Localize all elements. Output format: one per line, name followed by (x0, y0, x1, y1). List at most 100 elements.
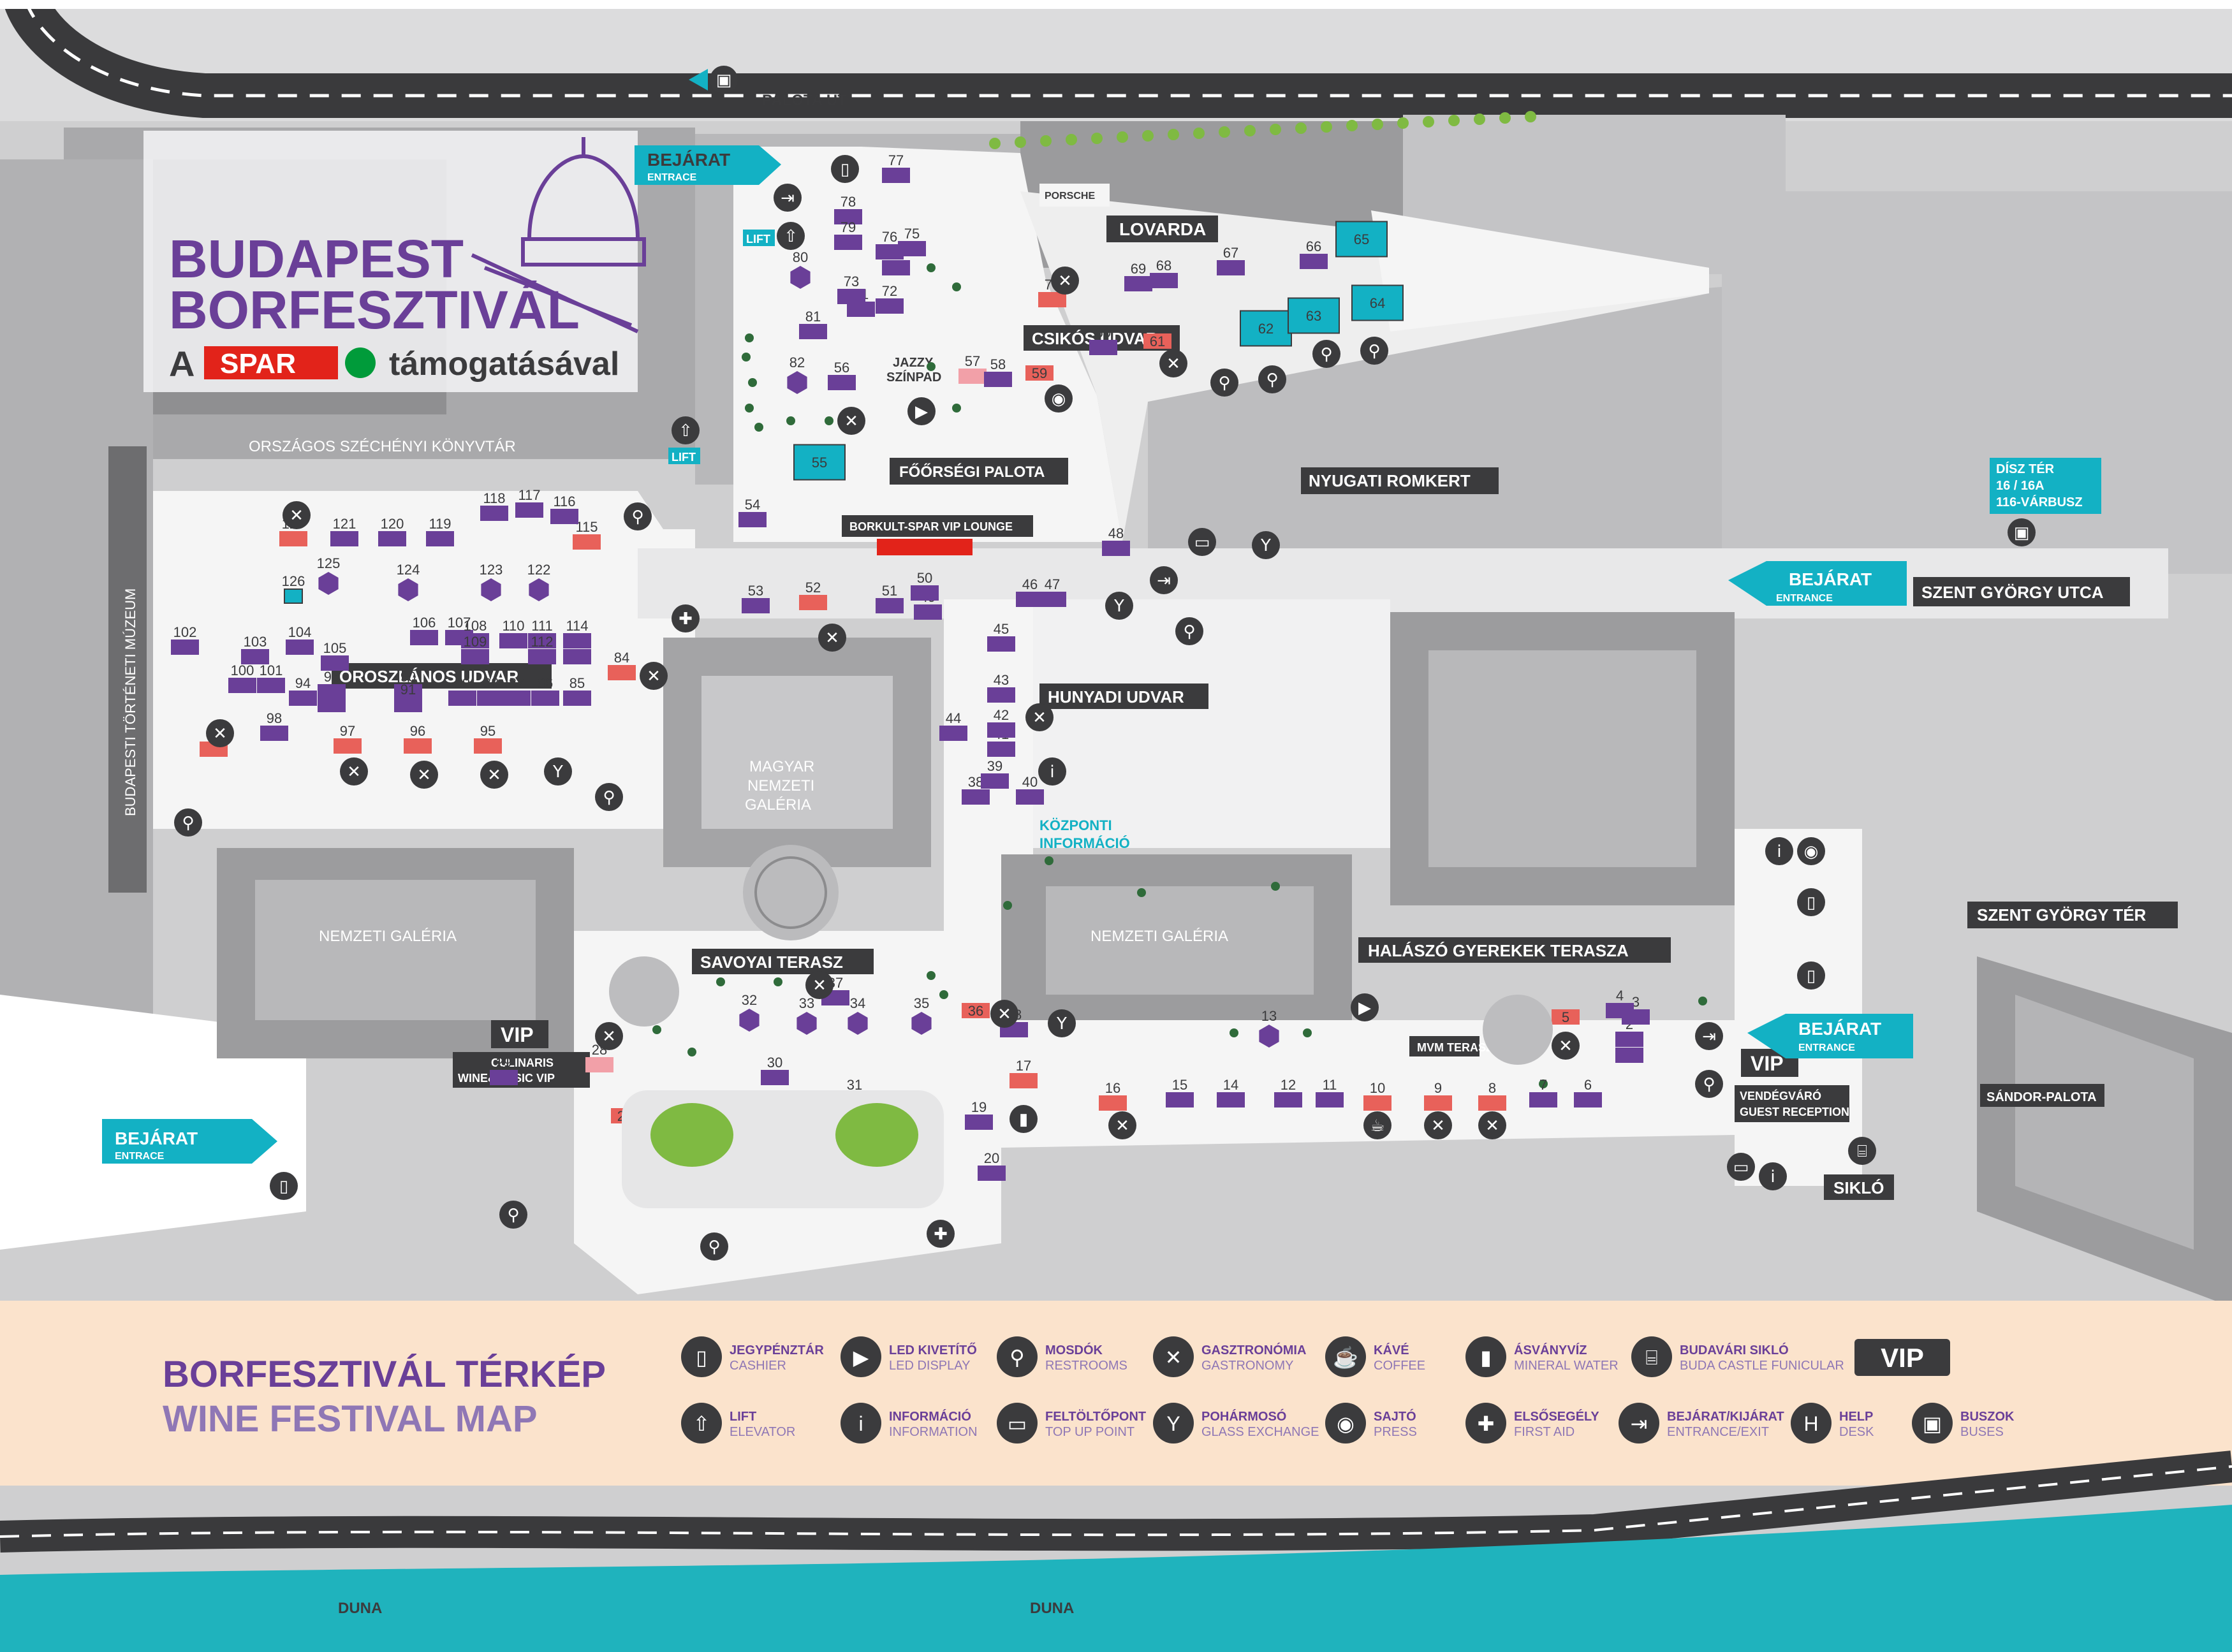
stall-111[interactable]: 111 (528, 618, 556, 648)
cashier-icon[interactable]: ▯ (270, 1172, 298, 1200)
stall-63[interactable]: 63 (1288, 297, 1340, 334)
led-display-icon[interactable]: ▶ (907, 397, 936, 425)
stall-79[interactable]: 79 (834, 219, 862, 250)
stall-76[interactable]: 76 (876, 229, 904, 259)
stall-72[interactable]: 72 (876, 283, 904, 314)
stall-36[interactable]: 36 (962, 1003, 990, 1019)
stall-123[interactable]: 123 (480, 562, 503, 601)
stall-119[interactable]: 119 (426, 516, 454, 546)
coffee-icon[interactable]: ☕ (1363, 1111, 1391, 1139)
stall-121[interactable]: 121 (330, 516, 358, 546)
gastronomy-icon[interactable]: ✕ (1051, 267, 1079, 295)
gastronomy-icon[interactable]: ✕ (805, 971, 833, 999)
stall-39[interactable]: 39 (981, 758, 1009, 789)
stall-91[interactable]: 91 (394, 682, 422, 712)
stall-81[interactable]: 81 (799, 309, 827, 339)
restrooms-icon[interactable]: ⚲ (174, 808, 202, 837)
gastronomy-icon[interactable]: ✕ (837, 407, 865, 435)
funicular-icon[interactable]: ⌸ (1848, 1137, 1876, 1165)
gastronomy-icon[interactable]: ✕ (1478, 1111, 1506, 1139)
restrooms-icon[interactable]: ⚲ (1210, 369, 1238, 397)
gastronomy-icon[interactable]: ✕ (283, 501, 311, 529)
entrance-east[interactable]: BEJÁRAT ENTRANCE (1728, 561, 1907, 606)
stall-116[interactable]: 116 (550, 493, 578, 524)
stall-14[interactable]: 14 (1217, 1077, 1245, 1107)
stall-9[interactable]: 9 (1424, 1080, 1452, 1111)
stall-95[interactable]: 95 (474, 723, 502, 754)
stall-112[interactable]: 112 (528, 634, 556, 664)
stall-11[interactable]: 11 (1316, 1077, 1344, 1107)
stall-10[interactable]: 10 (1363, 1080, 1391, 1111)
entrance-exit-icon[interactable]: ⇥ (1150, 566, 1178, 594)
stall-12[interactable]: 12 (1274, 1077, 1302, 1107)
stall-45[interactable]: 45 (987, 621, 1015, 652)
lift-icon[interactable]: ⇧ (672, 416, 700, 444)
stall-85[interactable]: 85 (563, 675, 591, 706)
stall-93[interactable]: 93 (318, 669, 346, 699)
gastronomy-icon[interactable]: ✕ (818, 624, 846, 652)
stall-82[interactable]: 82 (787, 355, 807, 394)
stall-104[interactable]: 104 (286, 624, 314, 655)
press-icon[interactable]: ◉ (1045, 384, 1073, 413)
cashier-icon[interactable]: ▯ (1797, 888, 1825, 916)
stall-97[interactable]: 97 (334, 723, 362, 754)
stall-108[interactable]: 108 (461, 618, 489, 648)
stall-101[interactable]: 101 (257, 662, 285, 693)
gastronomy-icon[interactable]: ✕ (206, 719, 234, 747)
stall-17[interactable]: 17 (1010, 1058, 1038, 1088)
stall-43[interactable]: 43 (987, 672, 1015, 703)
stall-124[interactable]: 124 (397, 562, 420, 601)
gastronomy-icon[interactable]: ✕ (480, 761, 508, 789)
stall-84[interactable]: 84 (608, 650, 636, 680)
stall-87[interactable]: 87 (503, 675, 531, 706)
stall-32[interactable]: 32 (739, 992, 760, 1032)
stall-89[interactable]: 89 (448, 675, 476, 706)
restrooms-icon[interactable]: ⚲ (499, 1201, 527, 1229)
stall-94[interactable]: 94 (289, 675, 317, 706)
glass-exchange-icon[interactable]: Y (544, 757, 572, 786)
stall-55[interactable]: 55 (793, 444, 846, 481)
stall-29[interactable]: 29 (490, 1055, 518, 1085)
stall-57[interactable]: 57 (958, 353, 987, 384)
stall-30[interactable]: 30 (761, 1055, 789, 1085)
stall-54[interactable]: 54 (738, 497, 767, 527)
gastronomy-icon[interactable]: ✕ (640, 662, 668, 690)
gastronomy-icon[interactable]: ✕ (410, 761, 438, 789)
stall-50[interactable]: 50 (911, 570, 939, 601)
gastronomy-icon[interactable]: ✕ (340, 757, 368, 786)
stall-44[interactable]: 44 (939, 710, 967, 741)
stall-61[interactable]: 61 (1143, 333, 1171, 349)
entrance-exit-icon[interactable]: ⇥ (774, 184, 802, 212)
restrooms-icon[interactable]: ⚲ (1695, 1070, 1723, 1098)
stall-60[interactable]: 60 (1089, 325, 1117, 355)
stall-16[interactable]: 16 (1099, 1080, 1127, 1111)
stall-52[interactable]: 52 (799, 580, 827, 610)
stall-47[interactable]: 47 (1038, 576, 1066, 607)
stall-65[interactable]: 65 (1335, 221, 1388, 258)
stall-56[interactable]: 56 (828, 360, 856, 390)
stall-34[interactable]: 34 (848, 995, 868, 1035)
stall-15[interactable]: 15 (1166, 1077, 1194, 1107)
stall-4[interactable]: 4 (1606, 988, 1634, 1018)
stall-40[interactable]: 40 (1016, 774, 1044, 805)
gastronomy-icon[interactable]: ✕ (990, 1000, 1018, 1028)
stall-48[interactable]: 48 (1102, 525, 1130, 556)
stall-125[interactable]: 125 (317, 555, 341, 595)
stall-80[interactable]: 80 (790, 249, 811, 289)
glass-exchange-icon[interactable]: Y (1105, 592, 1133, 620)
stall-117[interactable]: 117 (515, 487, 543, 518)
glass-exchange-icon[interactable]: Y (1252, 531, 1280, 559)
gastronomy-icon[interactable]: ✕ (595, 1022, 623, 1050)
stall-69[interactable]: 69 (1124, 261, 1152, 291)
press-icon[interactable]: ◉ (1797, 837, 1825, 865)
stall-103[interactable]: 103 (241, 634, 269, 664)
restrooms-icon[interactable]: ⚲ (1312, 340, 1340, 368)
stall-105[interactable]: 105 (321, 640, 349, 671)
stall-33[interactable]: 33 (797, 995, 817, 1035)
glass-exchange-icon[interactable]: Y (1048, 1009, 1076, 1037)
stall-96[interactable]: 96 (404, 723, 432, 754)
stall-66[interactable]: 66 (1300, 238, 1328, 269)
stall-42[interactable]: 42 (987, 707, 1015, 738)
led-display-icon[interactable]: ▶ (1351, 993, 1379, 1021)
stall-35[interactable]: 35 (911, 995, 932, 1035)
